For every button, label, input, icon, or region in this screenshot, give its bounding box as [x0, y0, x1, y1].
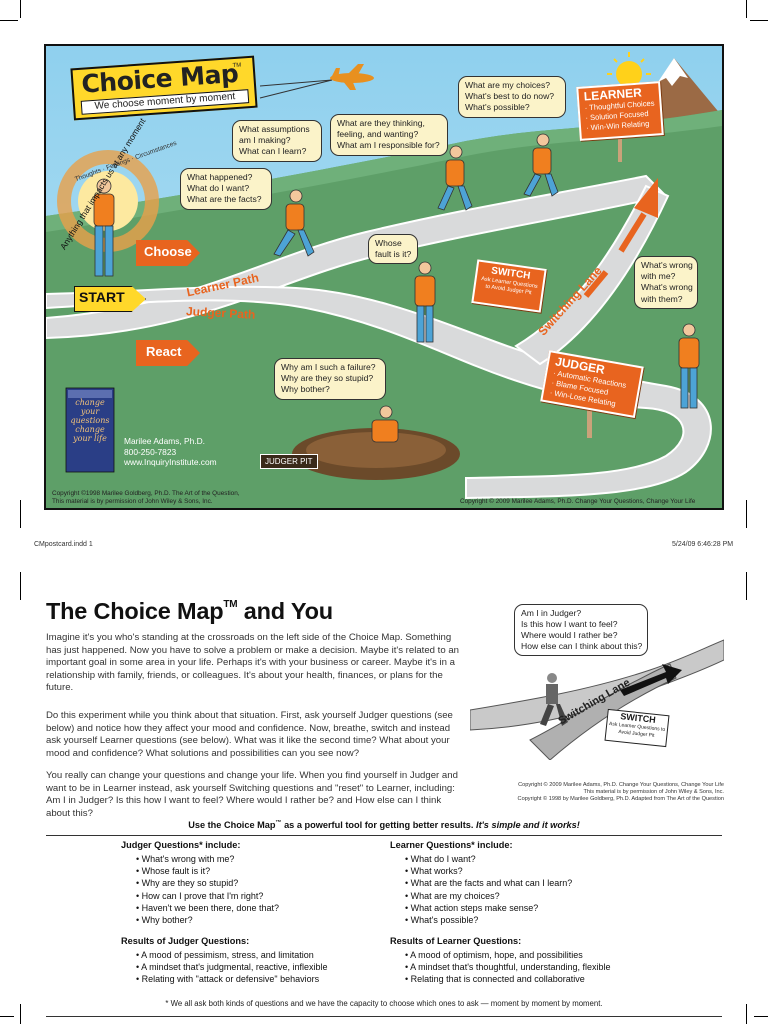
list-item: What's possible? — [405, 914, 572, 926]
divider — [46, 835, 722, 836]
experiment-paragraph: Do this experiment while you think about… — [46, 710, 453, 759]
list-item: Why bother? — [136, 914, 279, 926]
crop-mark — [20, 1004, 21, 1024]
speech-bubble-choices: What are my choices?What's best to do no… — [458, 76, 566, 118]
bottom-rule — [46, 1016, 722, 1017]
crop-mark — [20, 0, 21, 18]
speech-bubble-thinking: What are they thinking,feeling, and want… — [330, 114, 448, 156]
speech-bubble-start: What happened?What do I want?What are th… — [180, 168, 272, 210]
person-figure — [414, 261, 436, 343]
side-switch-sign: SWITCH Ask Learner Questions to Avoid Ju… — [604, 708, 670, 748]
choice-map-illustration: Choice Map TM We choose moment by moment… — [44, 44, 724, 510]
tagline: Use the Choice Map™ as a powerful tool f… — [188, 820, 580, 831]
map-copyright-left: Copyright ©1998 Marilee Goldberg, Ph.D. … — [52, 490, 240, 505]
book-cover — [65, 387, 115, 473]
crop-mark — [0, 20, 18, 21]
crop-mark — [750, 20, 768, 21]
map-copyright-right: Copyright © 2009 Marilee Adams, Ph.D. Ch… — [460, 498, 696, 505]
logo-tm: TM — [232, 62, 242, 70]
crop-mark — [746, 0, 747, 18]
list-item: What works? — [405, 865, 572, 877]
list-item: A mindset that's thoughtful, understandi… — [405, 961, 610, 973]
indd-timestamp: 5/24/09 6:46:28 PM — [672, 541, 734, 548]
person-figure — [93, 178, 115, 277]
learner-sign: LEARNER · Thoughtful Choices · Solution … — [576, 81, 664, 141]
crop-mark — [754, 1016, 768, 1017]
intro-paragraph: Imagine it's you who's standing at the c… — [46, 632, 459, 694]
arrow-icon — [620, 664, 682, 696]
switching-arrow-icon — [634, 178, 658, 218]
list-item: Haven't we been there, done that? — [136, 902, 279, 914]
side-copyright: Copyright © 2009 Marilee Adams, Ph.D. Ch… — [517, 782, 724, 803]
switching-sketch — [470, 639, 724, 760]
list-item: A mood of pessimism, stress, and limitat… — [136, 949, 327, 961]
person-figure — [437, 145, 473, 211]
crop-mark — [746, 500, 747, 528]
crop-mark — [20, 500, 21, 528]
judger-results-list: A mood of pessimism, stress, and limitat… — [136, 949, 327, 986]
list-item: What do I want? — [405, 853, 572, 865]
person-figure — [523, 133, 559, 197]
speech-bubble-failure: Why am I such a failure?Why are they so … — [274, 358, 386, 400]
list-item: How can I prove that I'm right? — [136, 890, 279, 902]
judger-questions-heading: Judger Questions* include: — [121, 840, 241, 850]
footnote: * We all ask both kinds of questions and… — [165, 999, 603, 1008]
list-item: What are the facts and what can I learn? — [405, 877, 573, 889]
crop-mark — [20, 572, 21, 600]
choose-label: Choose — [144, 244, 192, 259]
learner-questions-heading: Learner Questions* include: — [390, 840, 513, 850]
list-item: A mindset that's judgmental, reactive, i… — [136, 961, 327, 973]
list-item: What are my choices? — [405, 890, 572, 902]
learner-results-heading: Results of Learner Questions: — [390, 936, 522, 946]
judger-pit-sign: JUDGER PIT — [260, 454, 318, 469]
crop-mark — [746, 1004, 747, 1024]
learner-results-list: A mood of optimism, hope, and possibilit… — [405, 949, 611, 986]
list-item: What action steps make sense? — [405, 902, 572, 914]
start-arrow — [74, 286, 146, 312]
list-item: Relating with "attack or defensive" beha… — [136, 973, 327, 985]
learner-questions-list: What do I want? What works? What are the… — [405, 853, 573, 926]
crop-mark — [0, 1016, 14, 1017]
judger-results-heading: Results of Judger Questions: — [121, 936, 250, 946]
list-item: Relating that is connected and collabora… — [405, 973, 611, 985]
list-item: What's wrong with me? — [136, 853, 279, 865]
crop-mark — [746, 572, 747, 600]
list-item: Whose fault is it? — [136, 865, 279, 877]
person-figure — [273, 189, 315, 257]
switching-illustration: Am I in Judger?Is this how I want to fee… — [470, 600, 724, 802]
choose-arrow — [136, 240, 200, 266]
person-figure — [540, 673, 568, 726]
change-paragraph: You really can change your questions and… — [46, 770, 458, 819]
react-label: React — [146, 344, 182, 359]
page-title: The Choice MapTM and You — [46, 598, 333, 624]
indd-filename: CMpostcard.indd 1 — [34, 541, 93, 548]
list-item: Why are they so stupid? — [136, 877, 279, 889]
react-arrow — [136, 340, 200, 366]
judger-questions-list: What's wrong with me? Whose fault is it?… — [136, 853, 279, 926]
person-figure — [371, 405, 399, 443]
start-label: START — [79, 289, 125, 305]
airplane-icon — [330, 64, 374, 90]
list-item: A mood of optimism, hope, and possibilit… — [405, 949, 611, 961]
switching-questions-bubble: Am I in Judger?Is this how I want to fee… — [514, 604, 648, 656]
person-figure — [678, 323, 700, 409]
